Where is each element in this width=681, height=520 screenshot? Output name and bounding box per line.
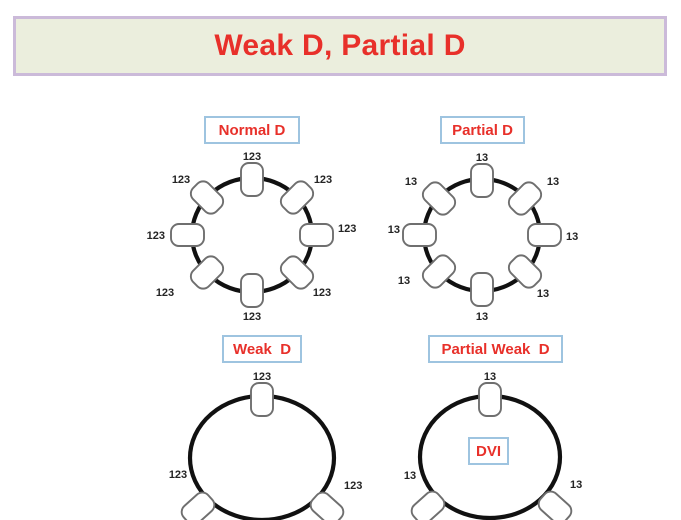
antigen-group xyxy=(180,382,345,520)
antigen-label: 123 xyxy=(253,371,271,383)
panel-label-text: Weak D xyxy=(232,340,292,358)
antigen-label: 13 xyxy=(404,470,416,482)
antigen-bottom-left xyxy=(421,254,457,289)
antigen-label: 13 xyxy=(547,176,559,188)
diagram-normal-d: 123 123 123 123 123 123 123 123 xyxy=(147,151,357,323)
antigen-top xyxy=(250,382,274,417)
antigen-right xyxy=(527,223,562,247)
antigen-group xyxy=(410,382,573,520)
panel-label-normal-d: Normal D xyxy=(204,116,300,144)
antigen-group xyxy=(402,163,562,307)
antigen-bottom-right xyxy=(537,490,573,520)
panel-label-text: Partial Weak D xyxy=(441,340,550,358)
antigen-bottom-left xyxy=(189,255,225,290)
antigen-label: 123 xyxy=(314,174,332,186)
antigen-bottom-right xyxy=(279,255,315,290)
title-banner: Weak D, Partial D xyxy=(13,16,667,76)
antigen-label: 123 xyxy=(169,469,187,481)
antigen-bottom-left xyxy=(410,490,446,520)
antigen-label-group: 123 123 123 123 123 123 123 123 xyxy=(147,151,357,323)
antigen-top-right xyxy=(279,180,315,215)
antigen-label-group: 13 13 13 xyxy=(404,371,582,491)
antigen-label: 123 xyxy=(147,230,165,242)
antigen-label: 123 xyxy=(243,151,261,163)
antigen-bottom xyxy=(470,272,494,307)
antigen-label: 13 xyxy=(388,224,400,236)
antigen-group xyxy=(170,162,334,308)
antigen-top-left xyxy=(189,180,225,215)
diagram-weak-d: 123 123 123 xyxy=(169,371,363,520)
diagram-partial-weak-d: 13 13 13 xyxy=(404,371,582,520)
antigen-label: 123 xyxy=(156,287,174,299)
antigen-bottom-right xyxy=(309,491,345,520)
antigen-label: 13 xyxy=(566,231,578,243)
inner-label-dvi: DVI xyxy=(468,437,509,465)
antigen-label: 123 xyxy=(344,480,362,492)
panel-label-text: Partial D xyxy=(452,121,513,139)
panel-label-text: Normal D xyxy=(218,121,286,139)
panel-label-weak-d: Weak D xyxy=(222,335,302,363)
antigen-left xyxy=(402,223,437,247)
antigen-label: 123 xyxy=(243,311,261,323)
antigen-label: 13 xyxy=(405,176,417,188)
antigen-label: 13 xyxy=(476,311,488,323)
antigen-right xyxy=(299,223,334,247)
antigen-label: 13 xyxy=(476,152,488,164)
panel-label-partial-d: Partial D xyxy=(440,116,525,144)
antigen-bottom-left xyxy=(180,491,216,520)
antigen-top xyxy=(478,382,502,417)
antigen-label: 13 xyxy=(398,275,410,287)
antigen-top-left xyxy=(421,181,457,216)
antigen-top-right xyxy=(507,181,543,216)
antigen-label-group: 13 13 13 13 13 13 13 13 xyxy=(388,152,579,323)
diagram-partial-d: 13 13 13 13 13 13 13 13 xyxy=(388,152,579,323)
antigen-bottom xyxy=(240,273,264,308)
antigen-label: 123 xyxy=(338,223,356,235)
inner-label-text: DVI xyxy=(475,442,501,460)
antigen-label: 123 xyxy=(313,287,331,299)
antigen-label: 123 xyxy=(172,174,190,186)
antigen-bottom-right xyxy=(507,254,543,289)
antigen-label-group: 123 123 123 xyxy=(169,371,363,492)
panel-label-partial-weak-d: Partial Weak D xyxy=(428,335,563,363)
antigen-top xyxy=(240,162,264,197)
page-title: Weak D, Partial D xyxy=(214,29,466,62)
antigen-label: 13 xyxy=(537,288,549,300)
antigen-label: 13 xyxy=(570,479,582,491)
antigen-left xyxy=(170,223,205,247)
antigen-label: 13 xyxy=(484,371,496,383)
antigen-top xyxy=(470,163,494,198)
